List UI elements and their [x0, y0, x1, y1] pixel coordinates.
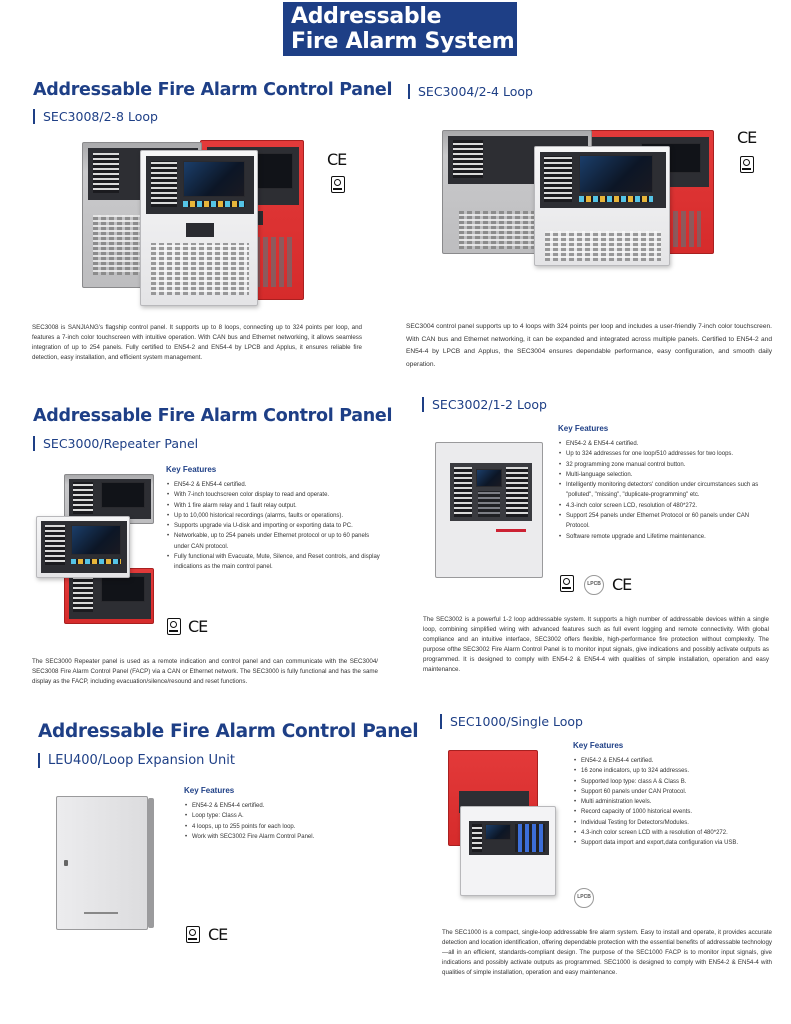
- feature-item: 32 programming zone manual control butto…: [558, 460, 774, 471]
- lpcb-cert-icon: LPCB: [584, 575, 604, 595]
- sec3000-product-image: [34, 472, 156, 624]
- sec3002-product-image: [433, 440, 545, 580]
- applus-cert-icon: [331, 176, 345, 193]
- leu400-key-features: Key Features EN54-2 & EN54-4 certified. …: [184, 786, 384, 842]
- feature-item: Support 60 panels under CAN Protocol.: [573, 787, 773, 798]
- ce-mark-icon: CE: [188, 617, 208, 636]
- feature-item: Multi administration levels.: [573, 797, 773, 808]
- feature-item: Support 254 panels under Ethernet Protoc…: [558, 511, 774, 532]
- feature-item: EN54-2 & EN54-4 certified.: [573, 756, 773, 767]
- sec3008-description: SEC3008 is SANJIANG's flagship control p…: [32, 324, 362, 361]
- lpcb-cert-icon: LPCB: [574, 888, 594, 908]
- feature-item: Software remote upgrade and Lifetime mai…: [558, 532, 774, 543]
- feature-item: Supports upgrade via U-disk and importin…: [166, 521, 381, 532]
- feature-item: EN54-2 & EN54-4 certified.: [558, 439, 774, 450]
- feature-item: 4 loops, up to 255 points for each loop.: [184, 822, 384, 833]
- sec3004-subheading: SEC3004/2-4 Loop: [408, 84, 533, 99]
- feature-item: Individual Testing for Detectors/Modules…: [573, 818, 773, 829]
- sec1000-key-features: Key Features EN54-2 & EN54-4 certified. …: [573, 741, 773, 849]
- page-banner: Addressable Fire Alarm System: [283, 2, 517, 56]
- banner-line-2: Fire Alarm System: [291, 29, 515, 54]
- applus-cert-icon: [186, 926, 200, 943]
- key-features-title: Key Features: [184, 786, 235, 795]
- applus-cert-icon: [740, 156, 754, 173]
- ce-mark-icon: CE: [327, 150, 347, 169]
- sec3002-subheading: SEC3002/1-2 Loop: [422, 397, 547, 412]
- key-features-title: Key Features: [573, 741, 624, 750]
- feature-item: 4.3-inch color screen LCD, resolution of…: [558, 501, 774, 512]
- section-3-heading: Addressable Fire Alarm Control Panel: [38, 721, 419, 742]
- section-1-heading: Addressable Fire Alarm Control Panel: [33, 80, 393, 100]
- sec3008-subheading: SEC3008/2-8 Loop: [33, 109, 158, 124]
- sec1000-description: The SEC1000 is a compact, single-loop ad…: [442, 929, 772, 976]
- sec3000-description: The SEC3000 Repeater panel is used as a …: [32, 658, 378, 685]
- feature-item: 4.3-inch color screen LCD with a resolut…: [573, 828, 773, 839]
- section-2-heading: Addressable Fire Alarm Control Panel: [33, 406, 393, 426]
- leu400-subheading: LEU400/Loop Expansion Unit: [38, 753, 235, 768]
- ce-mark-icon: CE: [737, 128, 757, 147]
- feature-item: Up to 10,000 historical recordings (alar…: [166, 511, 381, 522]
- feature-item: Networkable, up to 254 panels under Ethe…: [166, 531, 381, 552]
- sec3004-description: SEC3004 control panel supports up to 4 l…: [406, 323, 772, 368]
- applus-cert-icon: [560, 575, 574, 592]
- feature-item: With 7-inch touchscreen color display to…: [166, 490, 381, 501]
- sec1000-subheading: SEC1000/Single Loop: [440, 714, 583, 729]
- key-features-title: Key Features: [558, 424, 609, 433]
- feature-item: Work with SEC3002 Fire Alarm Control Pan…: [184, 832, 384, 843]
- feature-item: Intelligently monitoring detectors' cond…: [558, 480, 774, 501]
- feature-item: Multi-language selection.: [558, 470, 774, 481]
- sec3000-subheading: SEC3000/Repeater Panel: [33, 436, 198, 451]
- key-features-title: Key Features: [166, 465, 217, 474]
- feature-item: Loop type: Class A.: [184, 811, 384, 822]
- sec3002-description: The SEC3002 is a powerful 1-2 loop addre…: [423, 616, 769, 673]
- sec3004-product-image: [440, 126, 716, 268]
- feature-item: EN54-2 & EN54-4 certified.: [166, 480, 381, 491]
- feature-item: 16 zone indicators, up to 324 addresses.: [573, 766, 773, 777]
- feature-item: Fully functional with Evacuate, Mute, Si…: [166, 552, 381, 573]
- feature-item: Supported loop type: class A & Class B.: [573, 777, 773, 788]
- sec3002-key-features: Key Features EN54-2 & EN54-4 certified. …: [558, 424, 774, 542]
- feature-item: EN54-2 & EN54-4 certified.: [184, 801, 384, 812]
- ce-mark-icon: CE: [208, 925, 228, 944]
- ce-mark-icon: CE: [612, 575, 632, 594]
- leu400-product-image: [54, 794, 156, 934]
- applus-cert-icon: [167, 618, 181, 635]
- sec3008-product-image: [80, 138, 312, 308]
- feature-item: Record capacity of 1000 historical event…: [573, 807, 773, 818]
- sec1000-product-image: [446, 748, 558, 900]
- feature-item: With 1 fire alarm relay and 1 fault rela…: [166, 501, 381, 512]
- banner-line-1: Addressable: [291, 4, 442, 29]
- feature-item: Up to 324 addresses for one loop/510 add…: [558, 449, 774, 460]
- sec3000-key-features: Key Features EN54-2 & EN54-4 certified. …: [166, 465, 381, 573]
- feature-item: Support data import and export,data conf…: [573, 838, 773, 849]
